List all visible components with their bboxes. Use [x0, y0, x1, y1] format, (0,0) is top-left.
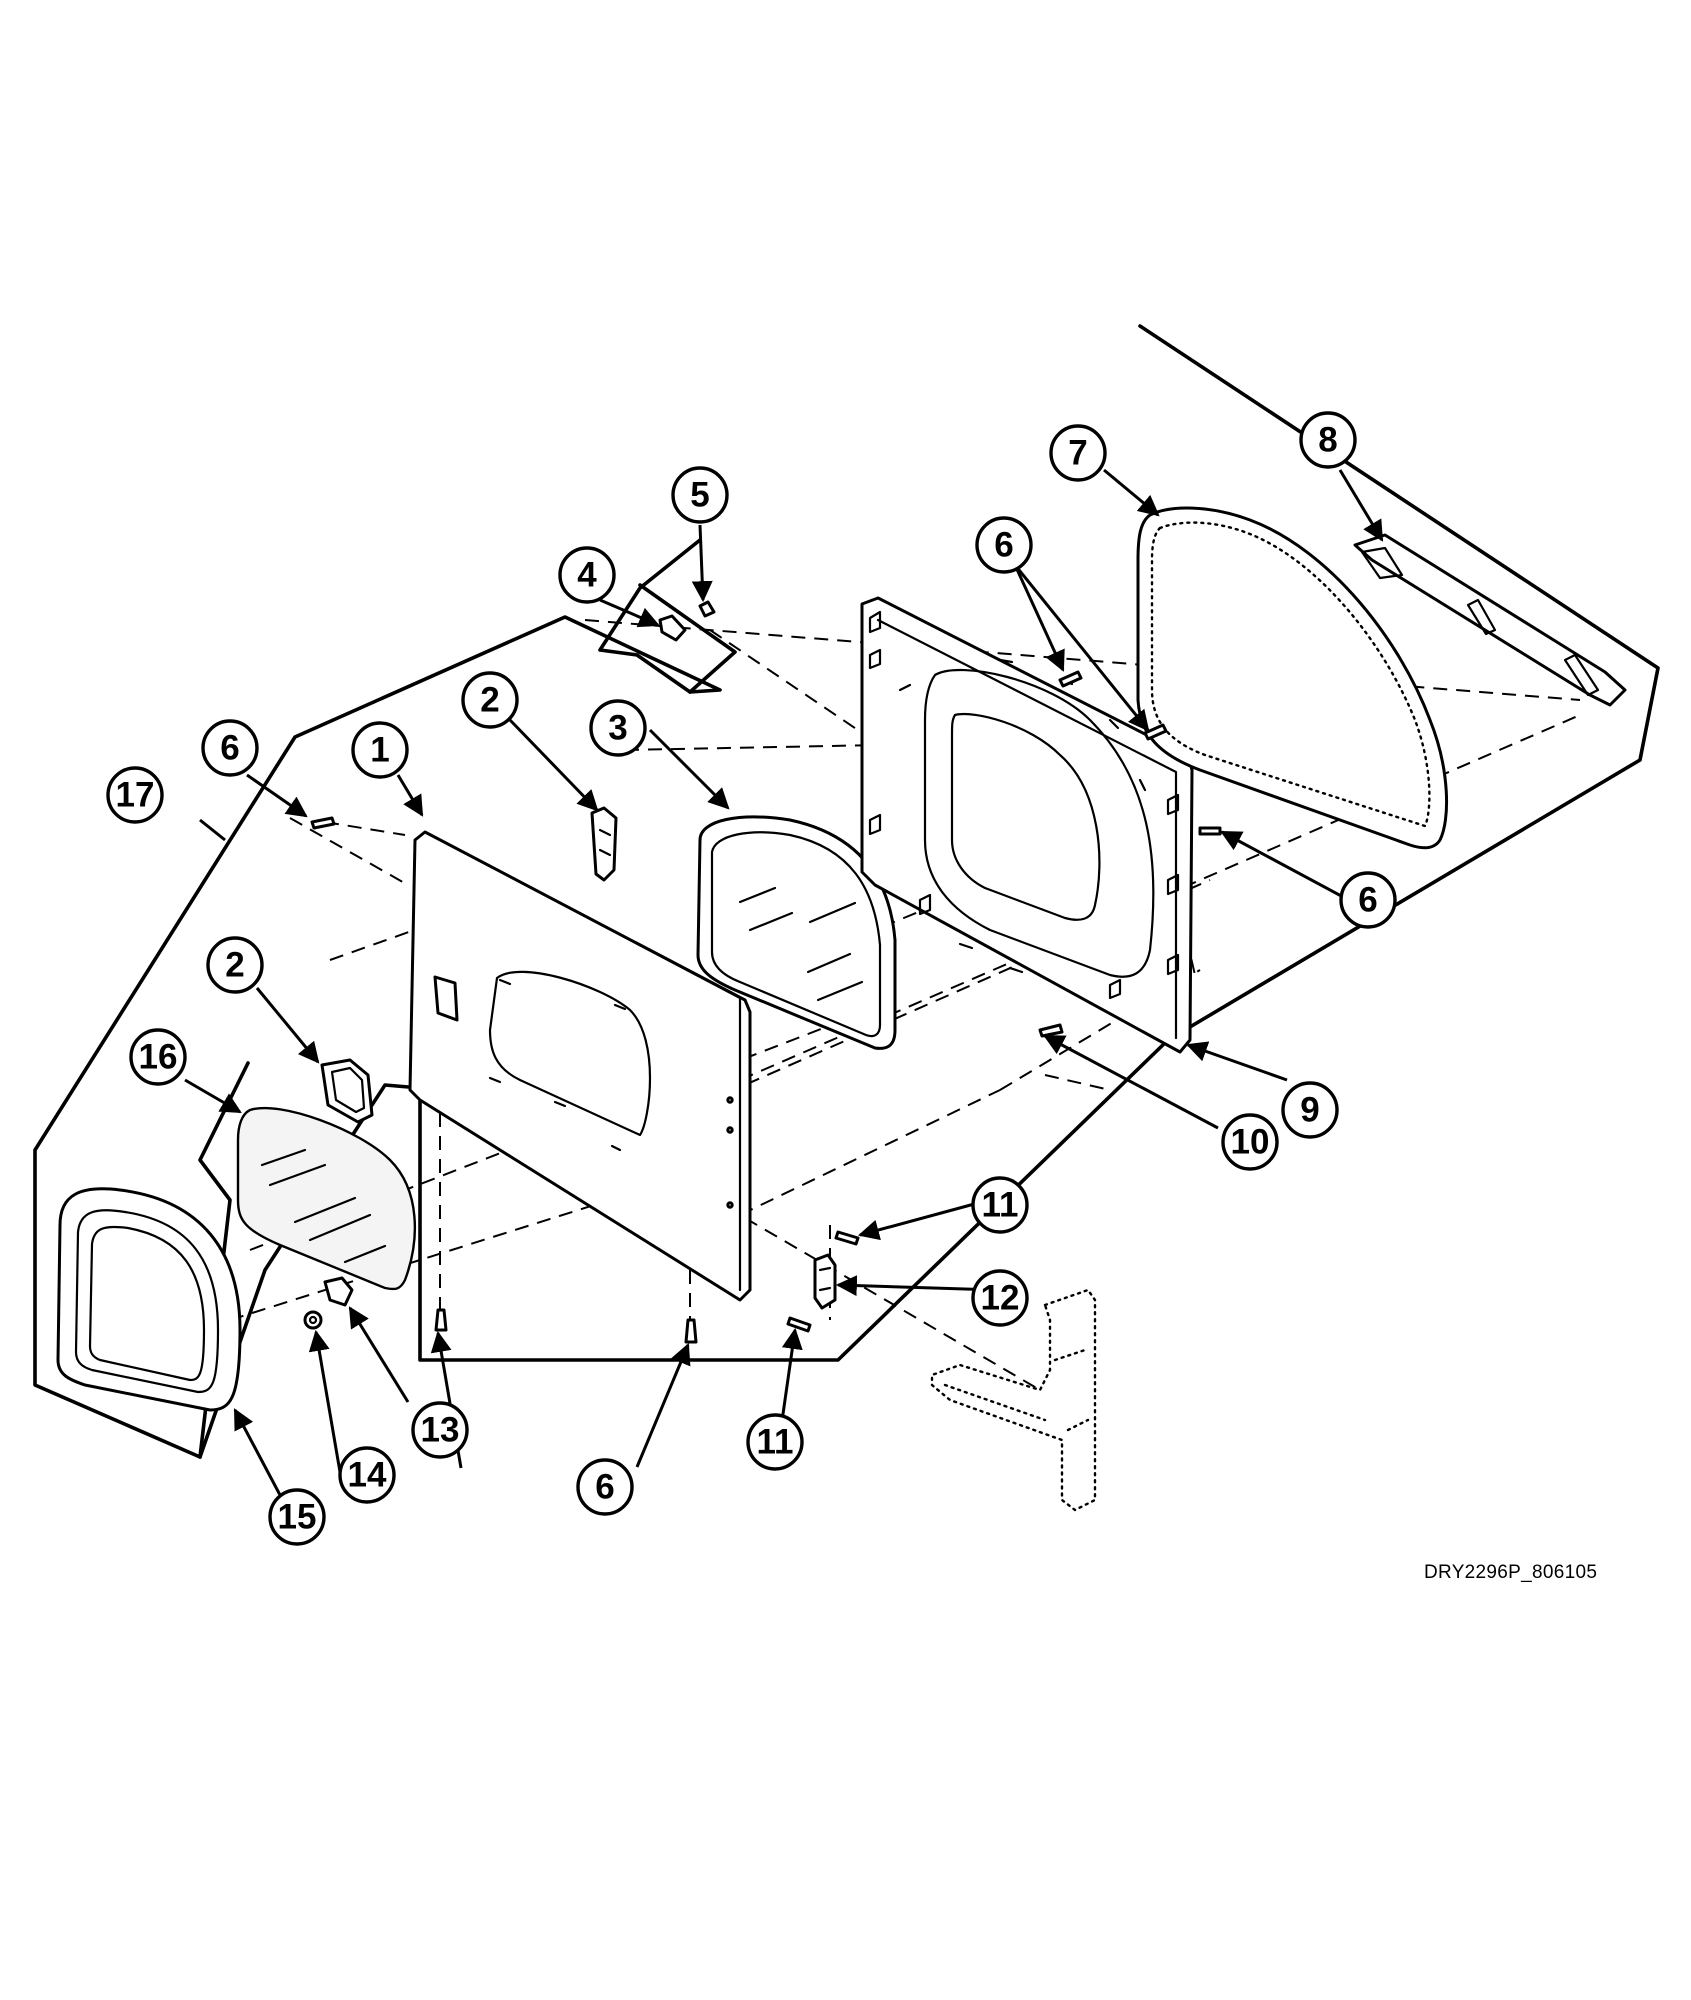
callout-3: 3	[589, 699, 647, 757]
door-catch-clip	[658, 614, 687, 642]
callout-3-label: 3	[608, 709, 627, 748]
callout-11-upper: 11	[971, 1176, 1029, 1234]
handle-bracket-upper	[590, 806, 618, 882]
leader-lines	[184, 468, 1384, 1496]
callout-9-label: 9	[1300, 1091, 1319, 1130]
callout-4: 4	[558, 546, 616, 604]
door-inner-group-outline	[638, 583, 737, 694]
callout-15: 15	[268, 1488, 326, 1546]
callout-5-label: 5	[690, 476, 709, 515]
callout-7: 7	[1049, 424, 1107, 482]
callout-13: 13	[411, 1401, 469, 1459]
callout-11-lower-label: 11	[757, 1423, 794, 1462]
callout-6-left: 6	[201, 719, 259, 777]
callout-17: 17	[106, 766, 164, 824]
strike-latch	[323, 1276, 354, 1307]
callout-9: 9	[1281, 1081, 1339, 1139]
door-catch-screw	[698, 600, 716, 618]
callout-15-label: 15	[278, 1498, 317, 1537]
callout-14: 14	[338, 1446, 396, 1504]
callout-14-label: 14	[348, 1456, 387, 1495]
callout-12-label: 12	[981, 1279, 1020, 1318]
callout-6-top-label: 6	[994, 526, 1013, 565]
callout-17-label: 17	[116, 776, 155, 815]
door-glass	[236, 1106, 417, 1291]
callout-6-right-label: 6	[1358, 881, 1377, 920]
handle-insert-left	[320, 1058, 374, 1124]
screws	[310, 670, 1222, 1344]
outer-door-panel	[408, 830, 752, 1302]
callout-2-left-label: 2	[225, 946, 244, 985]
callout-10: 10	[1221, 1113, 1279, 1171]
callout-16: 16	[129, 1028, 187, 1086]
callout-4-label: 4	[577, 556, 597, 595]
callout-5: 5	[671, 466, 729, 524]
callout-11-lower: 11	[746, 1413, 804, 1471]
callout-6-right: 6	[1339, 871, 1397, 929]
callout-6-bottom: 6	[576, 1458, 634, 1516]
callout-11-upper-label: 11	[982, 1186, 1019, 1225]
callout-1-label: 1	[370, 731, 389, 770]
callout-6-bottom-label: 6	[595, 1468, 614, 1507]
callout-13-label: 13	[421, 1411, 460, 1450]
callout-6-left-label: 6	[220, 729, 239, 768]
kit-17-outline	[33, 324, 1660, 1459]
callout-8-label: 8	[1318, 421, 1337, 460]
callout-2-left: 2	[206, 936, 264, 994]
drawing-code: DRY2296P_806105	[1424, 1562, 1598, 1583]
callout-10-label: 10	[1231, 1123, 1270, 1162]
inner-door-panel	[860, 596, 1194, 1054]
door-trim-ring	[56, 1187, 242, 1412]
inner-door-liner	[696, 815, 897, 1050]
callout-1: 1	[351, 721, 409, 779]
callout-8: 8	[1299, 411, 1357, 469]
callout-16-label: 16	[139, 1038, 178, 1077]
hex-nut	[303, 1310, 323, 1330]
gasket-bracket	[1353, 533, 1627, 707]
callout-6-top: 6	[975, 516, 1033, 574]
door-hinge	[813, 1253, 837, 1310]
callout-2-upper: 2	[461, 671, 519, 729]
cabinet-hinge-mount	[930, 1288, 1097, 1512]
callout-12: 12	[971, 1269, 1029, 1327]
callout-7-label: 7	[1068, 434, 1087, 473]
callout-2-upper-label: 2	[480, 681, 499, 720]
